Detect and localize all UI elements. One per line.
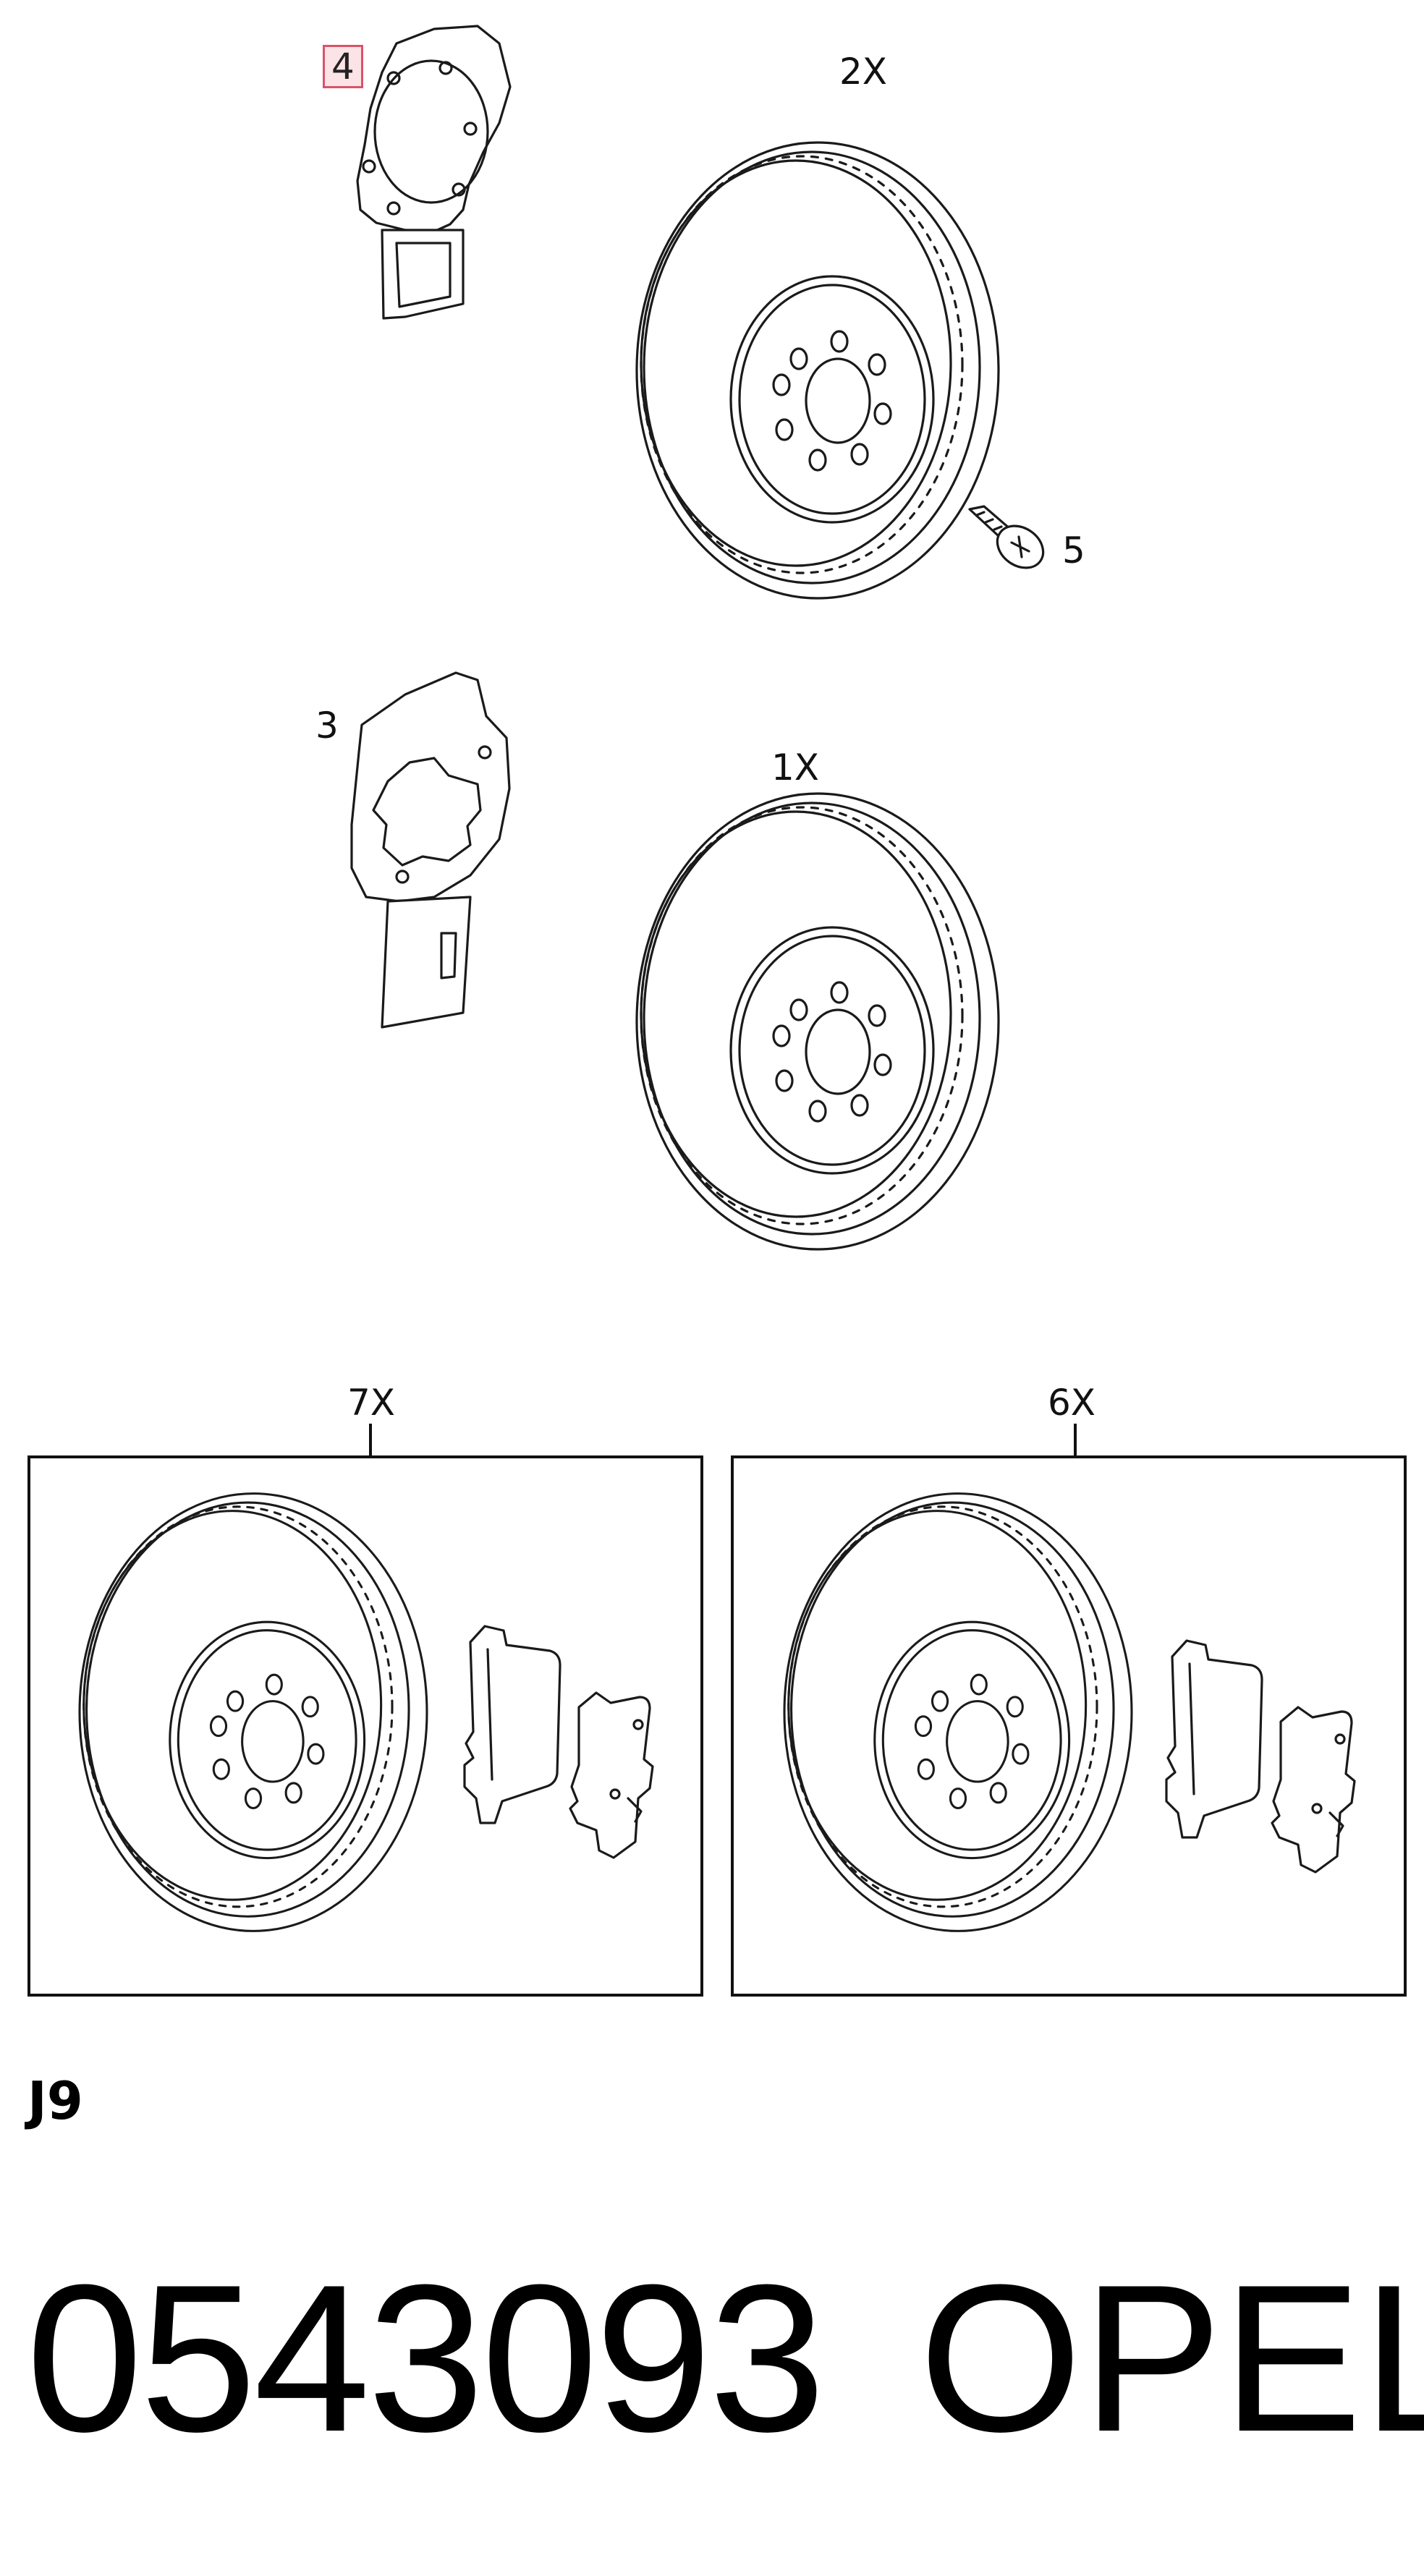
disc-1x-drawing [635, 792, 1000, 1251]
kit-7x-drawing [27, 1424, 703, 1997]
disc-2x-drawing [635, 141, 1000, 600]
callout-2x[interactable]: 2X [839, 51, 888, 93]
callout-3[interactable]: 3 [315, 705, 339, 747]
callout-5[interactable]: 5 [1062, 530, 1085, 571]
part-number: 0543093 [26, 2241, 826, 2475]
screw-5-drawing [968, 505, 1045, 569]
callout-7x[interactable]: 7X [347, 1382, 396, 1424]
page-code: J9 [27, 2070, 83, 2131]
kit-6x-drawing [731, 1424, 1407, 1997]
brand-name: OPEL [919, 2241, 1424, 2475]
callout-4[interactable]: 4 [323, 45, 363, 88]
callout-6x[interactable]: 6X [1048, 1382, 1096, 1424]
callout-1x[interactable]: 1X [771, 747, 820, 788]
shield-3-drawing [350, 671, 511, 1029]
shield-4-drawing [356, 25, 512, 320]
